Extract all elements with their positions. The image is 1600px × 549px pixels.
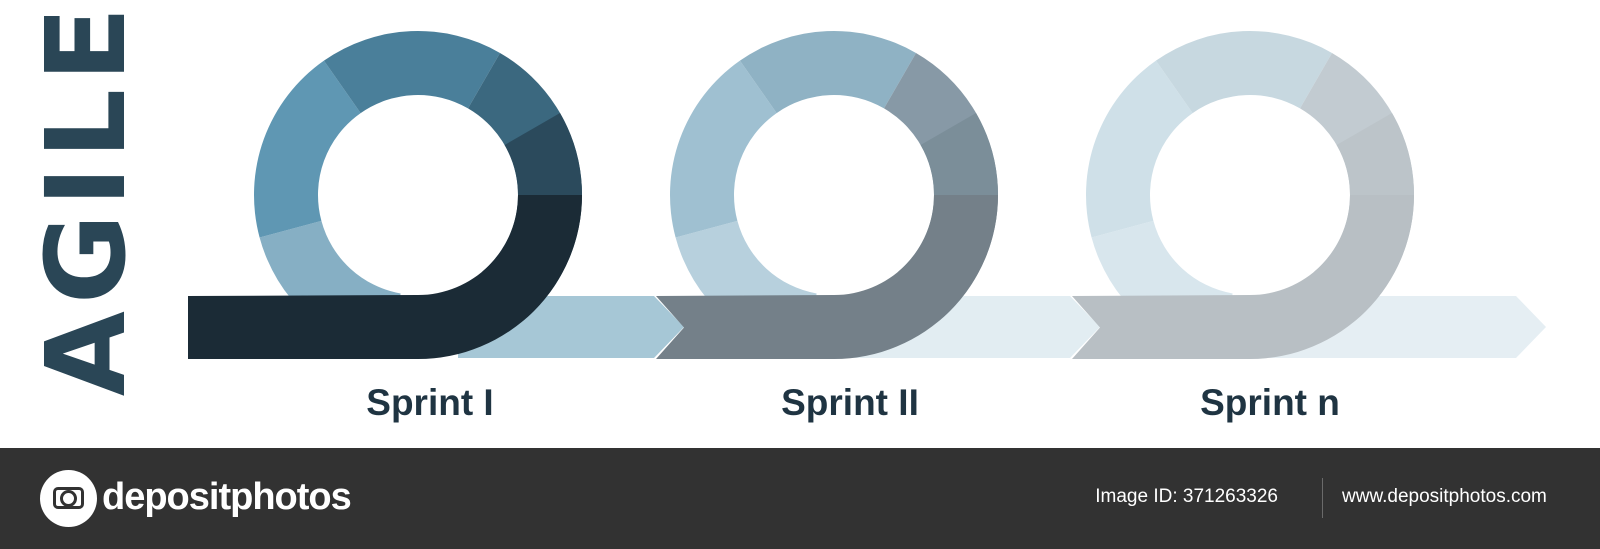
sprint-1-tail (188, 195, 582, 359)
image-id-text: Image ID: 371263326 (1095, 486, 1278, 507)
footer-divider (1322, 478, 1323, 518)
sprint-3-ring-segment (1155, 30, 1332, 114)
agile-sprint-diagram (188, 30, 1546, 359)
site-url-link[interactable]: www.depositphotos.com (1342, 486, 1547, 507)
agile-title: AGILE (22, 0, 150, 397)
sprint-2-ring-segment (670, 60, 777, 238)
sprint-2-tail (656, 195, 998, 359)
sprint-1-ring-segment (504, 113, 582, 195)
sprint-label-2: Sprint II (781, 382, 919, 423)
sprint-3-ring-segment (1086, 60, 1193, 238)
sprint-1-ring-segment (323, 30, 500, 114)
camera-logo-icon (40, 470, 97, 527)
sprint-2-ring-segment (739, 30, 916, 114)
sprint-1-ring-segment (254, 60, 361, 238)
sprint-label-n: Sprint n (1200, 382, 1340, 423)
sprint-3-ring-segment (1336, 113, 1414, 195)
footer-bar: depositphotos Image ID: 371263326 www.de… (0, 448, 1600, 549)
brand-wordmark: depositphotos (102, 476, 352, 518)
sprint-3-tail (1072, 195, 1414, 359)
sprint-label-1: Sprint I (366, 382, 494, 423)
sprint-2-ring-segment (920, 113, 998, 195)
